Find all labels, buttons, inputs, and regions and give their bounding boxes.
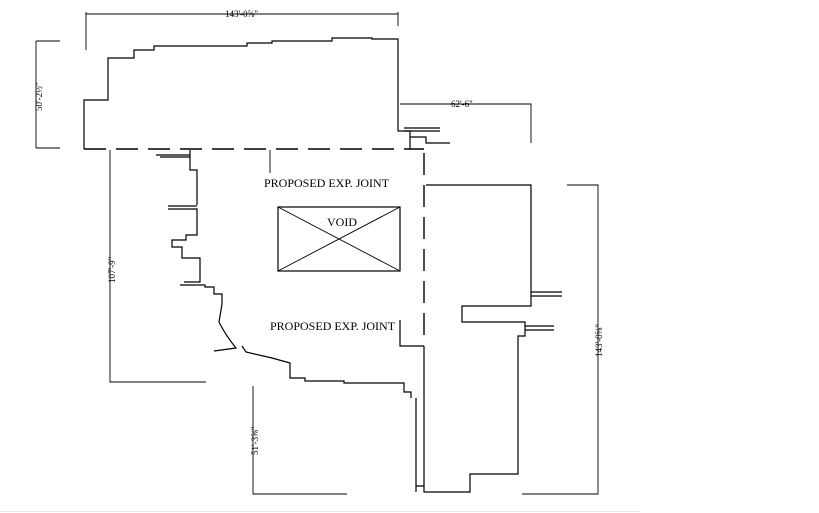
void-label: VOID bbox=[327, 215, 357, 229]
lower-left-outline bbox=[156, 150, 412, 398]
dim-right-lower: 143'-0⅝" bbox=[594, 324, 604, 357]
bottom-divider bbox=[0, 511, 640, 512]
dim-left-lower: 107'-9" bbox=[107, 256, 117, 283]
right-lower-outline bbox=[399, 184, 562, 493]
dim-top-width: 143'-0⅝" bbox=[225, 9, 258, 19]
joint-label-upper: PROPOSED EXP. JOINT bbox=[264, 176, 390, 190]
dimension-lines bbox=[35, 12, 599, 495]
joint-label-lower: PROPOSED EXP. JOINT bbox=[270, 319, 396, 333]
annotation-labels: PROPOSED EXP. JOINT PROPOSED EXP. JOINT … bbox=[264, 176, 396, 333]
void-box bbox=[277, 206, 401, 272]
dimension-labels: 143'-0⅝" 50'-2½" 62'-6" 107'-9" 143'-0⅝"… bbox=[34, 9, 604, 455]
dim-right-upper: 62'-6" bbox=[451, 99, 473, 109]
expansion-joint-lines bbox=[84, 148, 425, 345]
upper-building-outline bbox=[83, 37, 450, 149]
dim-left-upper: 50'-2½" bbox=[34, 82, 44, 111]
dim-bottom-small: 51'-3⅝" bbox=[250, 426, 260, 455]
